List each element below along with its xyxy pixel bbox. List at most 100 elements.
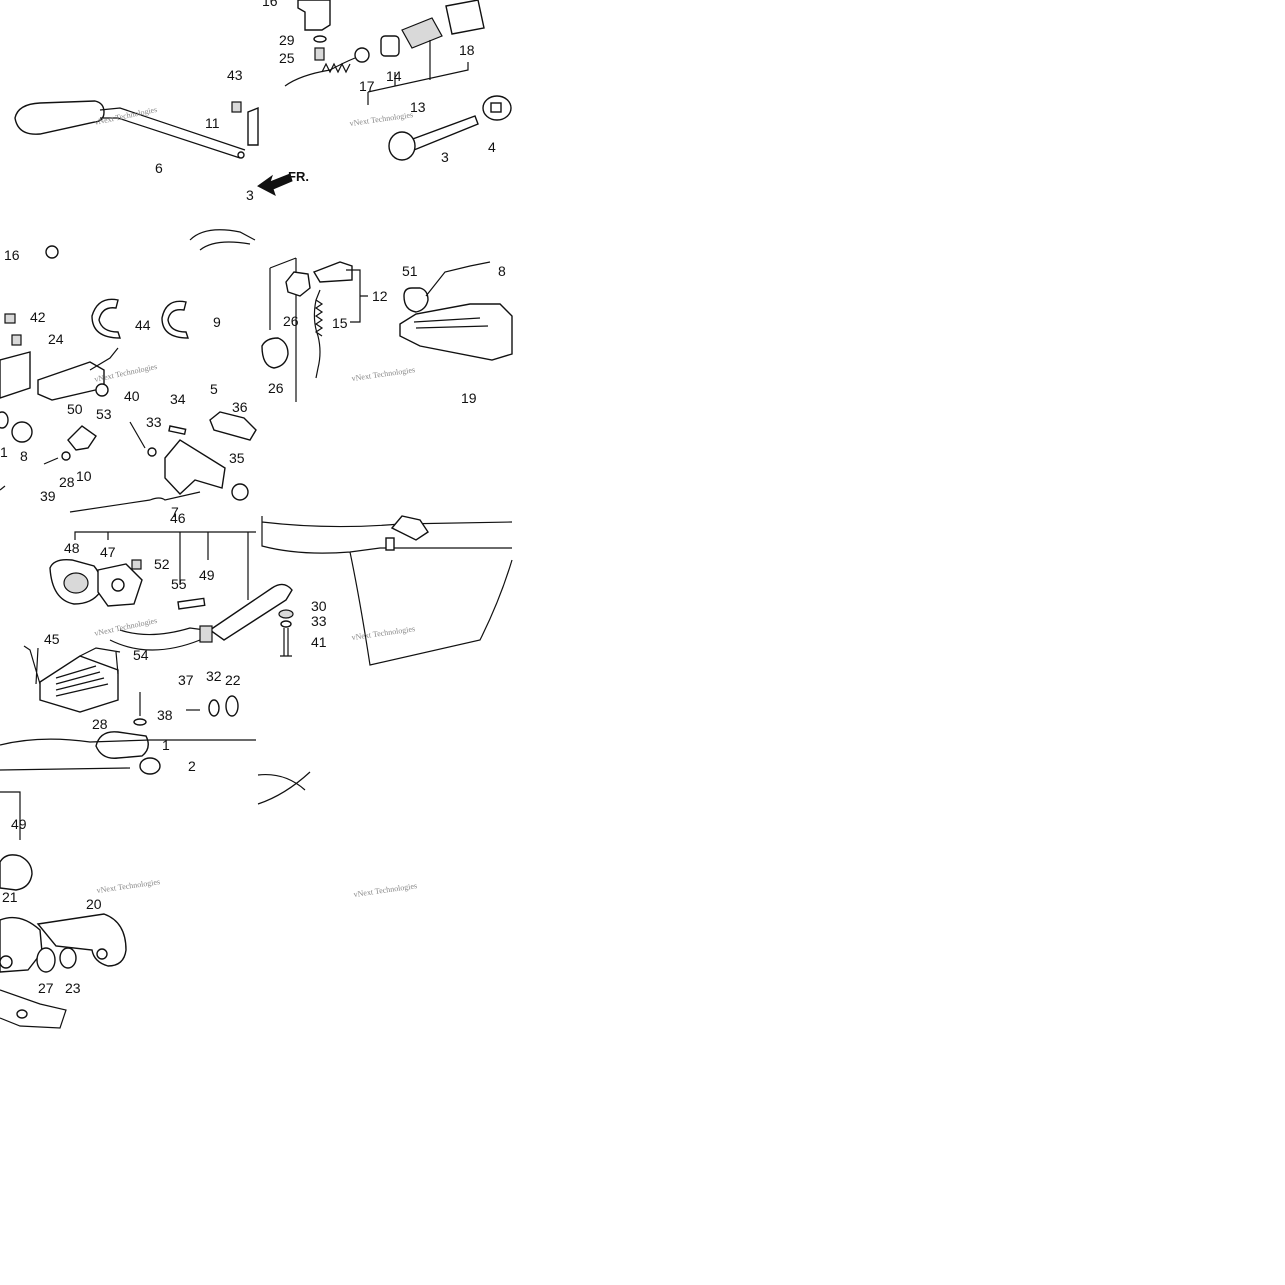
callout-label: 53 [96, 406, 112, 422]
part-9-clip-shape [161, 300, 189, 339]
part-52-screw-shape [131, 559, 142, 570]
callout-label: 37 [178, 672, 194, 688]
callout-label: 25 [279, 50, 295, 66]
watermark: vNext Technologies [351, 365, 416, 383]
part-55-fuse-shape [177, 597, 206, 610]
callout-label: 33 [311, 613, 327, 629]
callout-bracket-49-lower [0, 791, 21, 840]
tiller-rod-shape [99, 107, 246, 159]
part-22-ring-shape [225, 695, 239, 717]
watermark: vNext Technologies [96, 877, 161, 895]
part-10-cam-shape [67, 425, 97, 451]
callout-label: 3 [441, 149, 449, 165]
callout-label: 26 [268, 380, 284, 396]
callout-label: 8 [498, 263, 506, 279]
rod-end-shape [237, 151, 245, 159]
callout-label: 1 [0, 444, 8, 460]
callout-label: 48 [64, 540, 80, 556]
part-50-wire-shape [89, 347, 119, 371]
callout-label: 28 [59, 474, 75, 490]
wire-harness-49-shape [109, 627, 206, 651]
part-24-screw-shape [11, 334, 22, 346]
callout-label: 1 [162, 737, 170, 753]
callout-label: 46 [170, 510, 186, 526]
part-19-ribs-shape [413, 317, 489, 329]
part-15-lanyard-shape [313, 289, 324, 379]
wire-harness-shape [0, 485, 201, 513]
connector-shape [199, 625, 213, 643]
watermark: vNext Technologies [349, 110, 414, 128]
part-45-fins-shape [55, 665, 109, 697]
callout-label: 26 [283, 313, 299, 329]
callout-label: 42 [30, 309, 46, 325]
part-26-lower-nut-shape [261, 337, 289, 369]
cowl-fragment-shape [257, 771, 311, 805]
part-51-wire-shape [425, 261, 491, 297]
part-34-pin-shape [168, 425, 187, 436]
callout-label: 17 [359, 78, 375, 94]
callout-label: 3 [246, 187, 254, 203]
callout-bracket-13 [367, 40, 469, 105]
callout-label: 10 [76, 468, 92, 484]
callout-label: 11 [205, 115, 220, 131]
part-26-nut-shape [285, 271, 311, 297]
callout-bracket-46 [74, 531, 256, 600]
front-direction-label: FR. [288, 169, 309, 184]
callout-label: 50 [67, 401, 83, 417]
callout-label: 34 [170, 391, 186, 407]
engine-port-shape [385, 537, 395, 551]
diagram-tile-3: 46 48 47 52 55 49 45 54 37 32 22 38 28 1… [0, 510, 513, 775]
callout-label: 7 [171, 504, 179, 520]
part-28-washer-shape [61, 451, 71, 461]
part-51-switch-shape [403, 287, 429, 313]
callout-label: 39 [40, 488, 56, 504]
part-25-bolt-shape [314, 47, 325, 61]
callout-label: 19 [461, 390, 477, 406]
part-23-collar-shape [59, 947, 77, 969]
part-30-nut-shape [278, 609, 294, 619]
part-32-washer-shape [208, 699, 220, 717]
diagram-tile-4: 49 21 20 27 23 vNext Technologies vNext … [0, 771, 418, 1029]
part-3-knob-shape [388, 131, 416, 161]
part-3-shaft-shape [409, 115, 479, 151]
wire-fragment-shape [189, 229, 256, 251]
part-43-bolt-shape [231, 101, 242, 113]
callout-label: 36 [232, 399, 248, 415]
part-49-lower-switch-shape [0, 854, 33, 891]
part-1-mount-shape [95, 731, 149, 759]
callout-label: 55 [171, 576, 187, 592]
callout-label: 35 [229, 450, 245, 466]
cowl-edge-shape [0, 738, 256, 771]
callout-label: 8 [20, 448, 28, 464]
part-12-switch-shape [312, 261, 353, 283]
callout-label: 52 [154, 556, 170, 572]
part-11-bracket-shape [247, 106, 259, 146]
callout-label: 49 [199, 567, 215, 583]
part-21-hole-shape [0, 955, 13, 969]
callout-label: 2 [188, 758, 196, 774]
part-left-plate-shape [0, 351, 31, 399]
watermark: vNext Technologies [94, 362, 158, 384]
callout-label: 16 [4, 247, 20, 263]
spring-coil-shape [321, 62, 351, 74]
base-plate-shape [0, 989, 67, 1029]
part-18-cap-shape [445, 0, 485, 35]
callout-label: 43 [227, 67, 243, 83]
part-4-plug-square-shape [490, 102, 502, 113]
watermark: vNext Technologies [351, 624, 416, 642]
part-14-nut-shape [380, 35, 400, 57]
callout-label: 45 [44, 631, 60, 647]
callout-label: 49 [11, 816, 27, 832]
callout-label: 38 [157, 707, 173, 723]
base-hole-shape [16, 1009, 28, 1019]
tiller-grip-shape [14, 100, 105, 135]
part-1-bushing-shape [0, 411, 9, 429]
part-40-bolt-shape [129, 421, 146, 449]
callout-label: 29 [279, 32, 295, 48]
part-33-washer-shape [147, 447, 157, 457]
part-7-bracket-shape [164, 439, 226, 495]
part-20-hole-shape [96, 948, 108, 960]
callout-label: 32 [206, 668, 222, 684]
part-39-bolt-shape [43, 457, 59, 465]
part-49-lever-shape [208, 583, 293, 641]
